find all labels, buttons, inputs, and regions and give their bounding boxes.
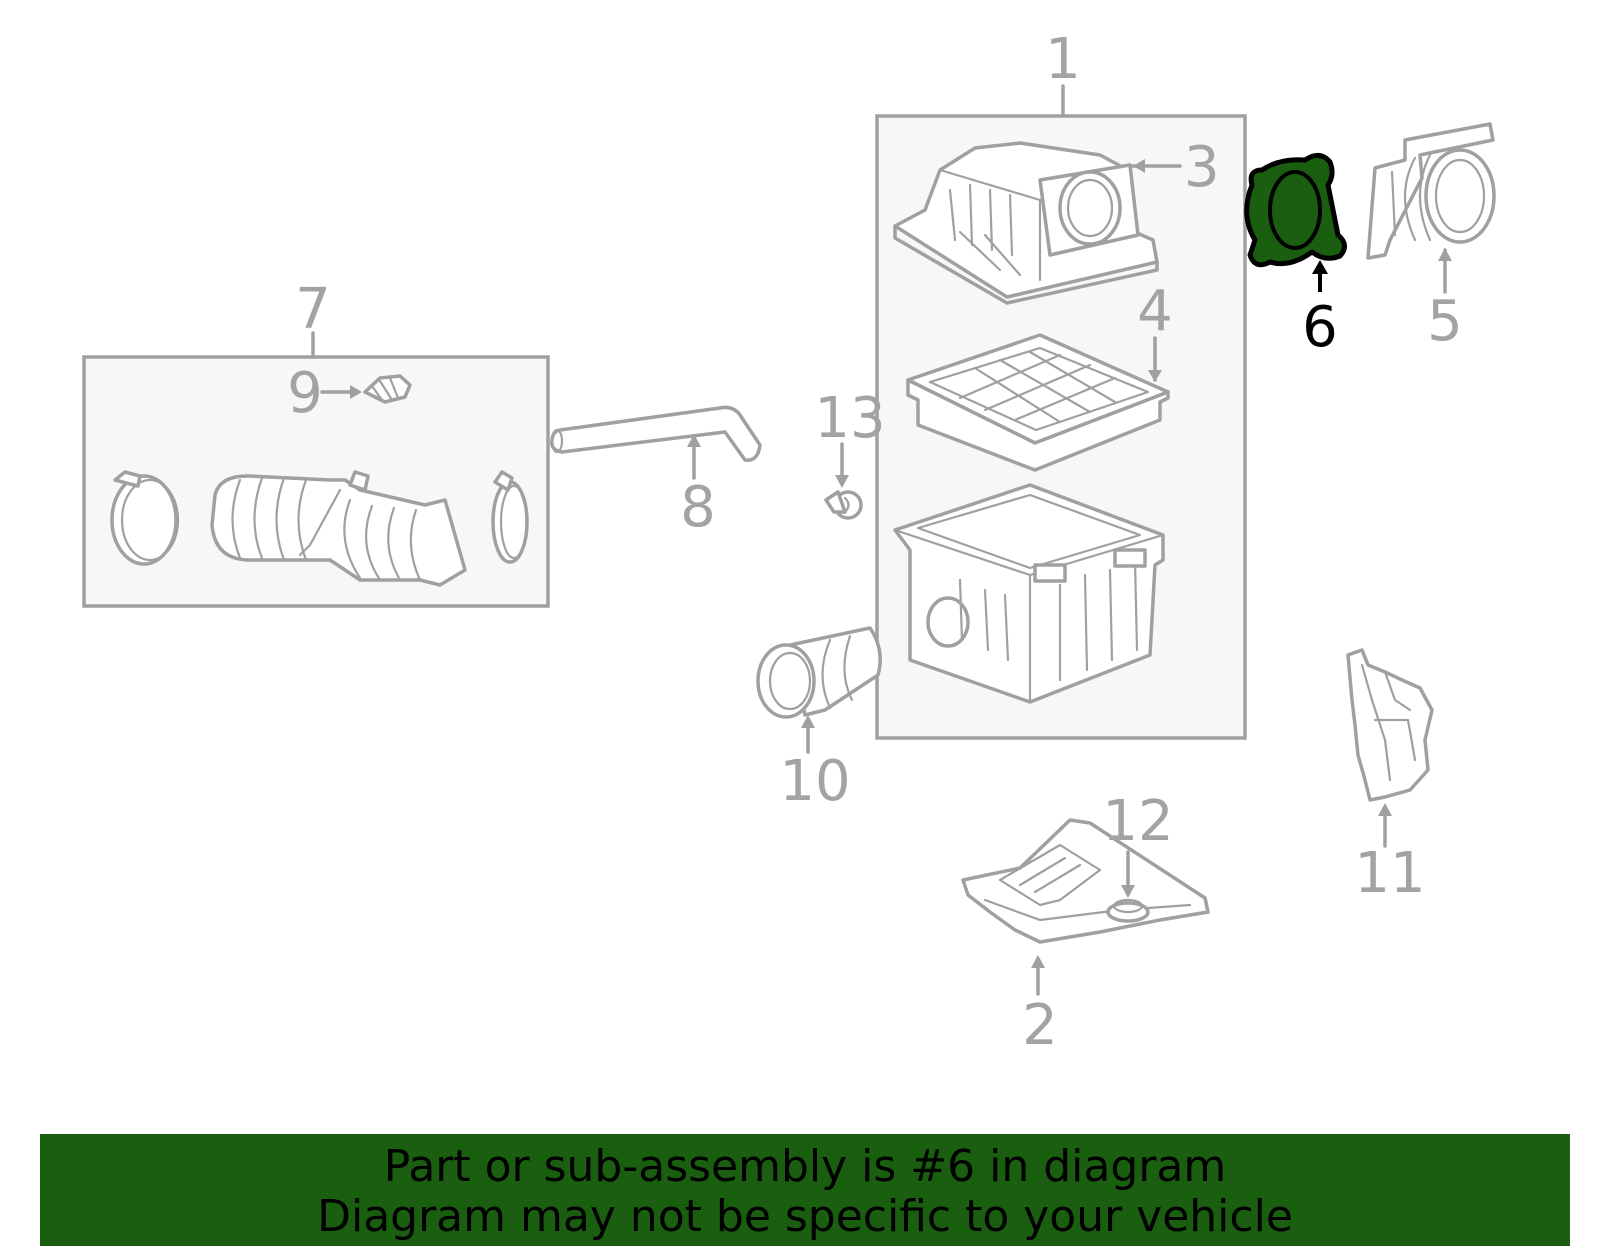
part-8-hose[interactable] [549, 405, 762, 462]
callout-1[interactable]: 1 [1045, 27, 1081, 92]
callout-11[interactable]: 11 [1354, 841, 1425, 906]
callout-12[interactable]: 12 [1102, 789, 1173, 854]
part-12-grommet[interactable] [1106, 898, 1150, 923]
callout-3[interactable]: 3 [1184, 135, 1220, 200]
part-11-bracket[interactable] [1346, 648, 1434, 802]
part-4-filter[interactable] [906, 333, 1170, 472]
callout-13[interactable]: 13 [814, 386, 885, 451]
callout-10[interactable]: 10 [779, 749, 850, 814]
part-9-clip[interactable] [363, 374, 412, 404]
callout-7[interactable]: 7 [295, 277, 331, 342]
info-banner: Part or sub-assembly is #6 in diagram Di… [40, 1134, 1570, 1246]
part-5-adapter[interactable] [1366, 122, 1496, 260]
hose-clamp-right[interactable] [491, 470, 529, 564]
hose-clamp-left[interactable] [110, 470, 180, 566]
banner-line-1: Part or sub-assembly is #6 in diagram [383, 1141, 1227, 1192]
callout-4[interactable]: 4 [1137, 279, 1173, 344]
part-6-seal[interactable] [1244, 153, 1347, 268]
callout-9[interactable]: 9 [287, 361, 323, 426]
callout-6[interactable]: 6 [1302, 295, 1338, 360]
callout-8[interactable]: 8 [680, 475, 716, 540]
part-13-clip[interactable] [824, 490, 863, 520]
callout-2[interactable]: 2 [1022, 993, 1058, 1058]
banner-line-2: Diagram may not be specific to your vehi… [317, 1191, 1293, 1242]
part-3-cover[interactable] [893, 141, 1159, 305]
part-1-case[interactable] [893, 483, 1165, 704]
intake-hose[interactable] [210, 470, 467, 587]
part-10-duct[interactable] [756, 626, 882, 719]
callout-5[interactable]: 5 [1427, 289, 1463, 354]
